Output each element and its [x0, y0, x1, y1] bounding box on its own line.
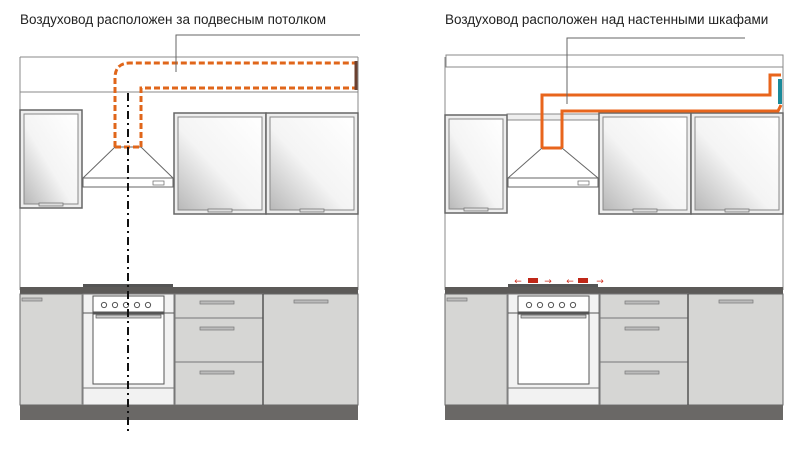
- oven-knob: [569, 301, 577, 309]
- wall-cabinet-right-handle: [299, 208, 325, 213]
- right-panel-title: Воздуховод расположен над настенными шка…: [445, 12, 769, 27]
- oven-knob: [111, 301, 119, 309]
- wall-cabinet-middle-handle: [207, 208, 233, 213]
- air-duct-dashed-inner: [139, 86, 355, 147]
- air-duct-solid: [540, 73, 783, 150]
- range-hood: [506, 147, 600, 179]
- wall-cabinet-middle-glass: [602, 116, 688, 211]
- wall-cabinet-middle-handle: [632, 208, 658, 213]
- burner-left: [528, 278, 538, 283]
- heat-arrow-icon: →: [596, 277, 604, 287]
- drawer: [599, 317, 689, 363]
- oven-knob: [536, 301, 544, 309]
- leader-line-left: [175, 34, 360, 72]
- drawer-handle: [199, 300, 235, 305]
- drawer: [599, 361, 689, 406]
- heat-arrow-icon: →: [544, 277, 552, 287]
- wall-cabinet-right-glass: [269, 116, 355, 211]
- kitchen-right: [444, 54, 784, 420]
- drawer-handle: [624, 300, 660, 305]
- wall-cabinet-left-handle: [38, 202, 64, 207]
- kitchen-left: [19, 56, 359, 420]
- handle: [293, 299, 329, 304]
- drawer-handle: [199, 326, 235, 331]
- plinth: [445, 405, 783, 420]
- drawer-handle: [624, 326, 660, 331]
- wall-cabinet-left-glass: [23, 113, 79, 205]
- range-hood-base: [507, 177, 599, 188]
- handle: [718, 299, 754, 304]
- wall-cabinet-middle-glass: [177, 116, 263, 211]
- oven-door: [517, 313, 590, 385]
- oven-knob: [144, 301, 152, 309]
- burner-right: [578, 278, 588, 283]
- hood-controls: [152, 180, 165, 186]
- wall-cabinet-right-handle: [724, 208, 750, 213]
- plinth: [20, 405, 358, 420]
- wall-cabinet-left-handle: [463, 207, 489, 212]
- drawer: [599, 293, 689, 319]
- ceiling-cornice: [445, 54, 784, 68]
- oven-knob: [558, 301, 566, 309]
- drawer: [174, 317, 264, 363]
- drawer: [174, 293, 264, 319]
- heat-arrow-icon: ←: [566, 277, 574, 287]
- oven-handle: [520, 314, 587, 319]
- oven-knob: [100, 301, 108, 309]
- drawer-handle: [199, 370, 235, 375]
- drawer-handle: [624, 370, 660, 375]
- heat-arrow-icon: ←: [514, 277, 522, 287]
- leader-line-right: [566, 37, 745, 104]
- countertop: [445, 287, 783, 294]
- handle: [21, 297, 43, 302]
- oven-knob: [547, 301, 555, 309]
- handle: [446, 297, 468, 302]
- left-panel-title: Воздуховод расположен за подвесным потол…: [20, 12, 327, 27]
- oven-knob: [525, 301, 533, 309]
- wall-cabinet-right-glass: [694, 116, 780, 211]
- air-duct-dashed-outer: [113, 61, 355, 147]
- wall-cabinet-left-glass: [448, 118, 504, 210]
- hood-shelf: [506, 113, 600, 121]
- cooktop: [508, 284, 598, 288]
- drawer: [174, 361, 264, 406]
- hood-controls: [577, 180, 590, 186]
- oven-knob: [133, 301, 141, 309]
- countertop: [20, 287, 358, 294]
